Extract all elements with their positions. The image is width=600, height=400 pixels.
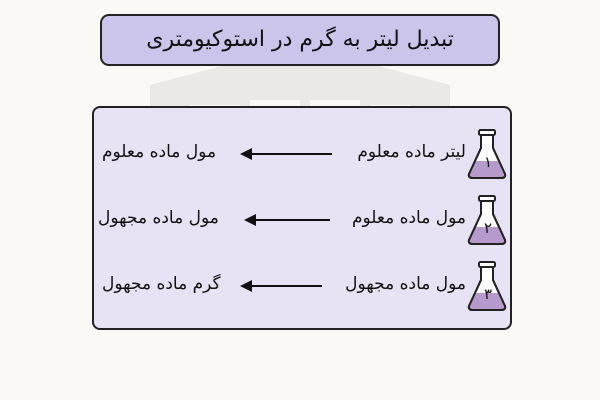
- title-banner: تبدیل لیتر به گرم در استوکیومتری: [100, 14, 500, 66]
- arrow-left-icon: [240, 148, 332, 160]
- flask-icon: [467, 129, 507, 179]
- flask-icon: [467, 195, 507, 245]
- step-from-label: مول ماده مجهول: [345, 274, 466, 294]
- step-from-label: مول ماده معلوم: [351, 208, 466, 228]
- step-number: ۳: [483, 285, 493, 303]
- step-row-3: ۳ مول ماده مجهول گرم ماده مجهول: [94, 260, 510, 312]
- arrow-left-icon: [240, 280, 322, 292]
- step-row-2: ۲ مول ماده معلوم مول ماده مجهول: [94, 194, 510, 246]
- step-from-label: لیتر ماده معلوم: [357, 142, 466, 162]
- step-to-label: مول ماده معلوم: [102, 142, 217, 162]
- step-to-label: مول ماده مجهول: [98, 208, 219, 228]
- flask-icon: [467, 261, 507, 311]
- arrow-left-icon: [244, 214, 330, 226]
- step-row-1: ۱ لیتر ماده معلوم مول ماده معلوم: [94, 128, 510, 180]
- step-to-label: گرم ماده مجهول: [102, 274, 221, 294]
- step-number: ۲: [483, 219, 493, 237]
- step-number: ۱: [483, 153, 493, 171]
- conversion-steps-panel: ۱ لیتر ماده معلوم مول ماده معلوم ۲ مول م…: [92, 106, 512, 330]
- page-title: تبدیل لیتر به گرم در استوکیومتری: [146, 27, 454, 52]
